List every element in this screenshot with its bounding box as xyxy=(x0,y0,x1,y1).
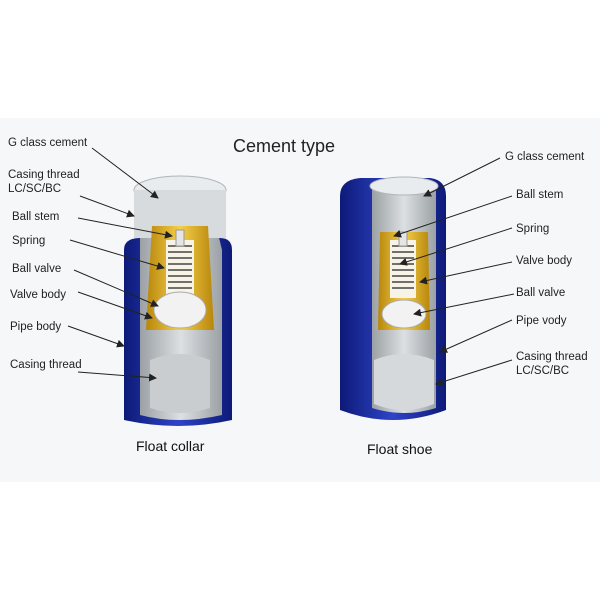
float-shoe-top-ring xyxy=(369,176,439,196)
float-collar-ball-valve xyxy=(153,291,207,329)
float-shoe-label-ball-valve: Ball valve xyxy=(516,287,566,299)
float-shoe-label-g-class-cement: G class cement xyxy=(505,151,585,163)
float-collar-label-valve-body: Valve body xyxy=(10,289,67,301)
float-shoe-spring-chamber xyxy=(390,240,416,298)
float-shoe-illustration xyxy=(340,176,446,420)
float-shoe-ball-stem xyxy=(398,231,408,247)
float-shoe-nose xyxy=(374,354,434,410)
float-shoe-label-ball-stem: Ball stem xyxy=(516,189,564,201)
float-shoe-label-pipe-vody: Pipe vody xyxy=(516,315,567,327)
float-collar-label-pipe-body: Pipe body xyxy=(10,321,62,333)
float-collar-label-ball-valve: Ball valve xyxy=(12,263,62,275)
float-collar-ball-stem xyxy=(175,229,185,247)
float-shoe-label-casing-thread: Casing thread LC/SC/BC xyxy=(516,351,588,377)
float-collar-label-spring: Spring xyxy=(12,235,46,247)
float-collar-label-g-class-cement: G class cement xyxy=(8,137,88,149)
float-shoe-label-valve-body: Valve body xyxy=(516,255,573,267)
float-collar-caption: Float collar xyxy=(136,438,205,454)
float-collar-lower-bore xyxy=(150,354,210,413)
float-shoe-label-spring: Spring xyxy=(516,223,550,235)
float-collar-illustration xyxy=(124,175,232,426)
float-shoe-ball-valve xyxy=(381,299,427,329)
float-shoe-caption: Float shoe xyxy=(367,441,433,457)
diagram-title: Cement type xyxy=(233,136,336,156)
float-collar-label-casing-thread-bottom: Casing thread xyxy=(10,359,82,371)
float-collar-label-ball-stem: Ball stem xyxy=(12,211,60,223)
float-collar-label-casing-thread-top: Casing thread LC/SC/BC xyxy=(8,169,80,195)
float-collar-leader-lines xyxy=(67,147,173,382)
float-shoe-leader-lines xyxy=(393,157,515,386)
